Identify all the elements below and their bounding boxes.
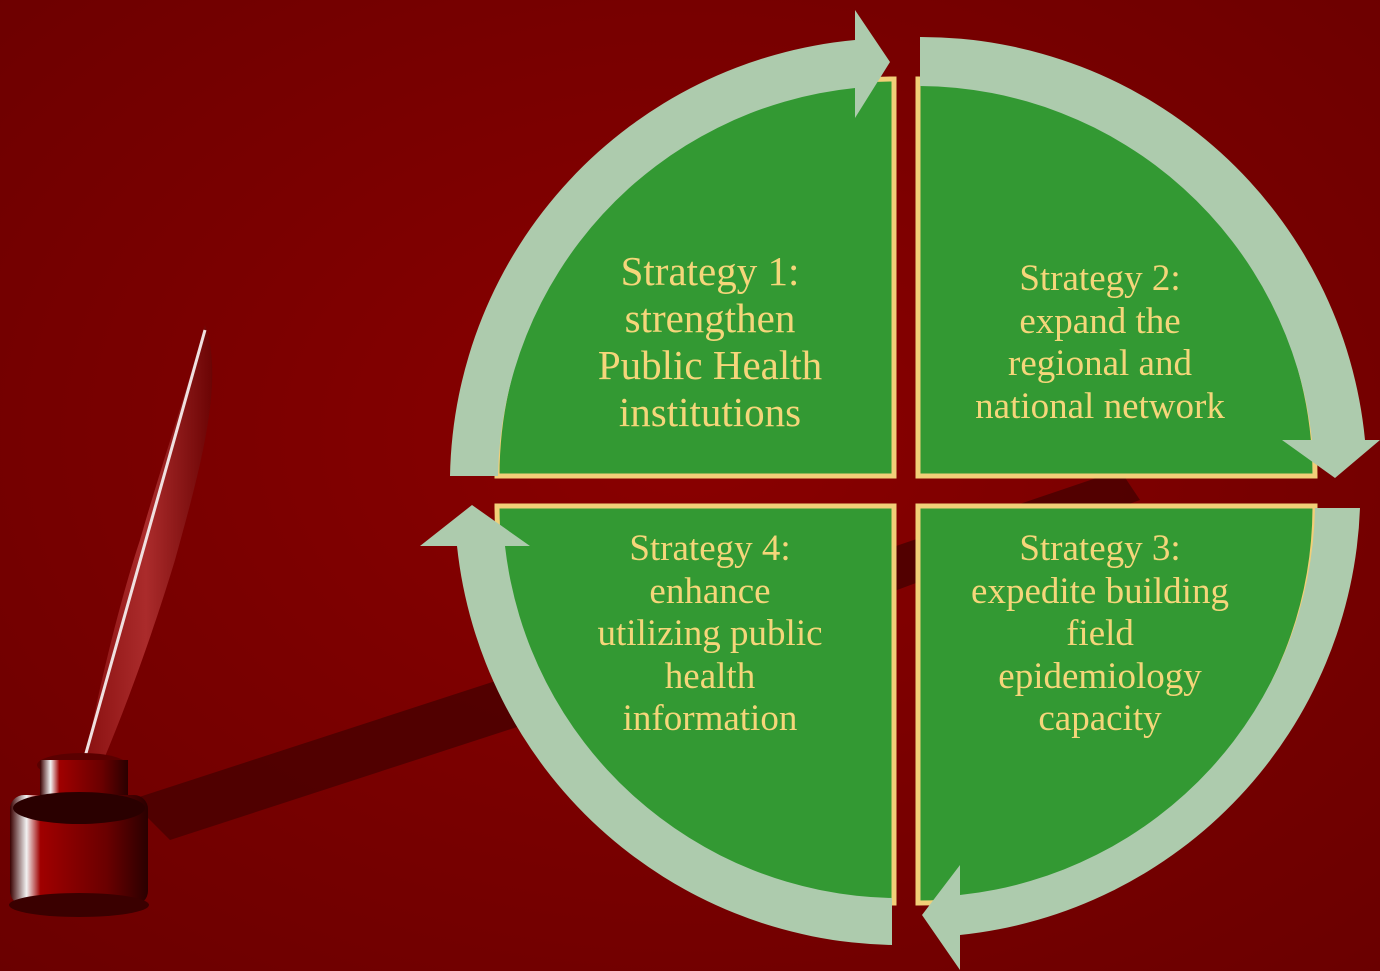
arrow-3 <box>922 508 1360 970</box>
arrow-2 <box>920 36 1380 479</box>
strategy-2-label: Strategy 2: expand the regional and nati… <box>975 258 1225 427</box>
strategy-3-label: Strategy 3: expedite building field epid… <box>971 528 1229 740</box>
arrow-1 <box>450 10 890 476</box>
strategy-1-label: Strategy 1: strengthen Public Health ins… <box>597 248 823 436</box>
cycle-arrows <box>420 10 1380 970</box>
quill-and-inkwell-icon <box>9 325 213 917</box>
strategy-4-label: Strategy 4: enhance utilizing public hea… <box>597 528 823 740</box>
arrow-4 <box>420 505 892 945</box>
